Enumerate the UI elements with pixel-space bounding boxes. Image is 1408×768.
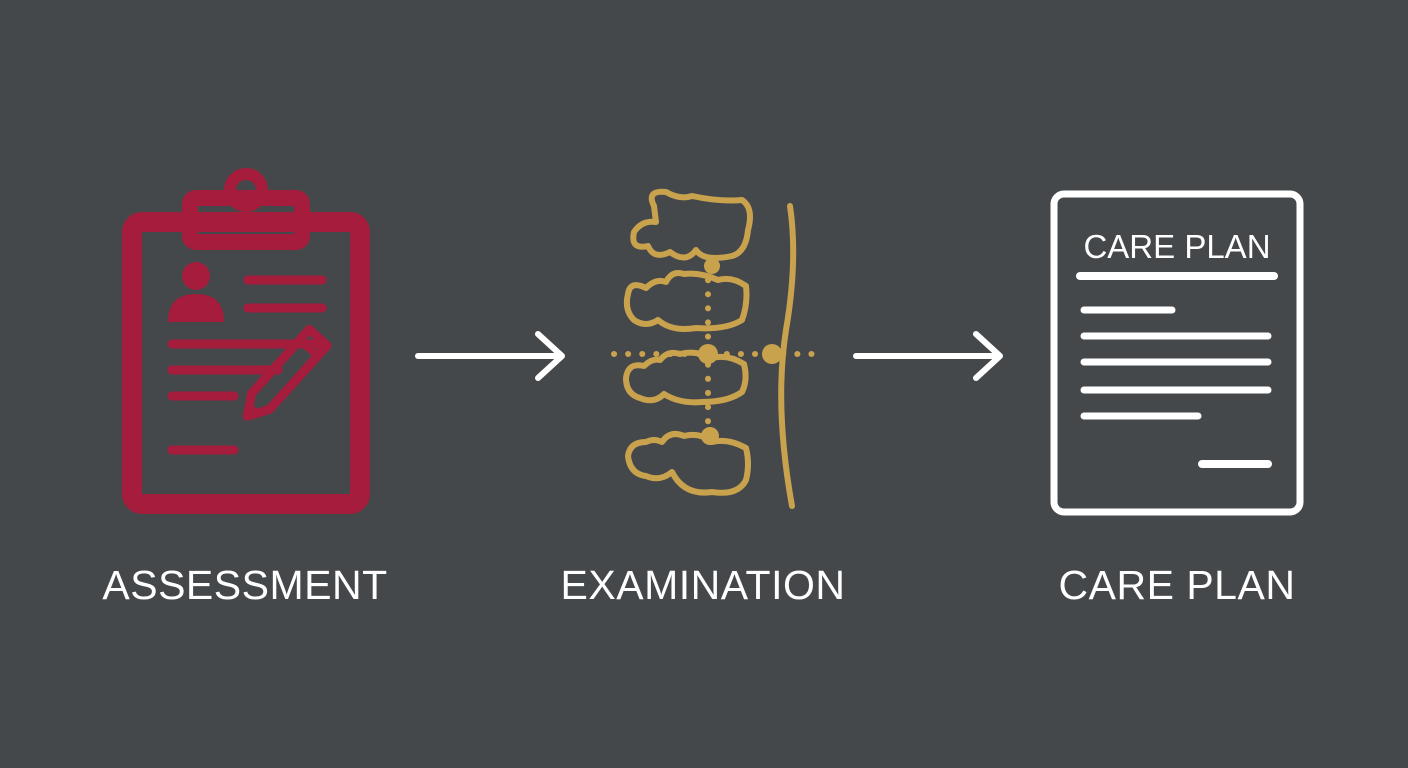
step-label-examination: EXAMINATION <box>560 562 846 608</box>
arrow-right-icon <box>853 331 1003 381</box>
clipboard-icon <box>122 168 370 514</box>
document-heading: CARE PLAN <box>1083 228 1270 265</box>
step-label-assessment: ASSESSMENT <box>102 562 388 608</box>
step-label-care-plan: CARE PLAN <box>1058 562 1296 608</box>
document-icon: CARE PLAN <box>1050 190 1304 516</box>
arrow-right-icon <box>415 331 565 381</box>
spine-icon <box>611 188 817 509</box>
